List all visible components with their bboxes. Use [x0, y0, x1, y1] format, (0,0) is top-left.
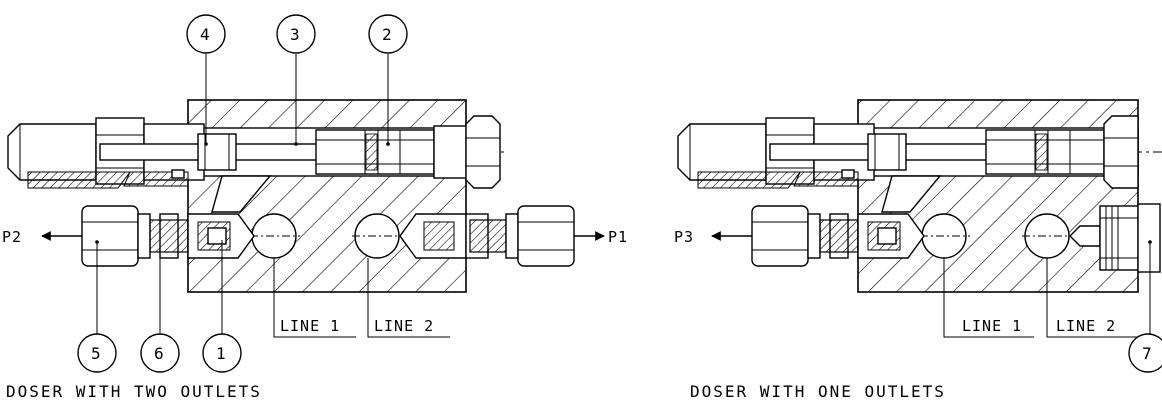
left-line1-label: LINE 1 — [280, 317, 340, 335]
right-line2-port — [1024, 213, 1070, 259]
left-outlet-fitting-p2 — [81, 205, 189, 267]
port-p3-label: P3 — [674, 228, 694, 246]
left-line2-label: LINE 2 — [374, 317, 434, 335]
svg-text:7: 7 — [1142, 344, 1152, 363]
caption-one-outlets: DOSER WITH ONE OUTLETS — [690, 382, 946, 401]
svg-text:6: 6 — [154, 344, 164, 363]
callout-1: 1 — [202, 333, 242, 373]
right-doser-assembly: P3 LINE 1 LINE 2 7 DOSER WITH ONE OUTLET… — [674, 99, 1162, 401]
right-line1-label: LINE 1 — [962, 317, 1022, 335]
svg-text:2: 2 — [382, 25, 392, 44]
callout-7: 7 — [1128, 333, 1162, 373]
svg-text:4: 4 — [200, 25, 210, 44]
right-line2-label: LINE 2 — [1056, 317, 1116, 335]
svg-text:5: 5 — [91, 344, 101, 363]
port-p1-label: P1 — [608, 228, 628, 246]
left-doser-assembly: P2 P1 LINE 1 LINE 2 4 3 2 5 — [2, 14, 628, 401]
callout-3: 3 — [276, 14, 316, 54]
callout-5: 5 — [77, 333, 117, 373]
callout-2: 2 — [368, 14, 408, 54]
callout-4: 4 — [186, 14, 226, 54]
svg-text:1: 1 — [216, 344, 226, 363]
svg-text:3: 3 — [290, 25, 300, 44]
port-p2-label: P2 — [2, 228, 22, 246]
left-outlet-fitting-p1 — [465, 205, 575, 267]
right-outlet-fitting-p3 — [751, 205, 859, 267]
callout-6: 6 — [140, 333, 180, 373]
right-plug-fitting — [1069, 203, 1161, 273]
left-line2-port — [354, 213, 400, 259]
caption-two-outlets: DOSER WITH TWO OUTLETS — [6, 382, 262, 401]
